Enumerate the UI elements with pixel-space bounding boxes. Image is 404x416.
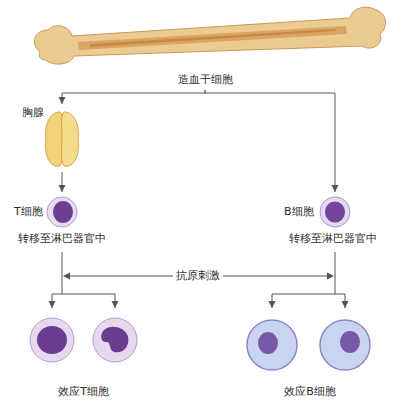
arrow-head: [269, 301, 276, 308]
effector-b-node: 效应B细胞: [235, 308, 385, 408]
bone-illustration: [34, 7, 385, 64]
effector-b-cells-illustration: [247, 320, 370, 370]
effector-t-node: 效应T细胞: [20, 308, 150, 408]
b-cell-node: B细胞转移至淋巴器官中: [278, 192, 388, 252]
connector: [269, 252, 349, 308]
effector-b-cell-body: [247, 320, 297, 370]
effector-t-cell-body: [30, 318, 74, 362]
t-cell-nucleus: [53, 201, 73, 223]
node-note: 转移至淋巴器官中: [289, 232, 377, 246]
t-cell-illustration: [47, 197, 77, 227]
effector-b-cell-nucleus: [340, 331, 360, 353]
bone-node: 造血干细胞: [30, 2, 392, 90]
arrow-head: [342, 301, 349, 308]
arrow-head: [112, 301, 119, 308]
connector-line: [272, 252, 345, 308]
arrow-head: [59, 185, 66, 192]
connector: [49, 252, 119, 308]
arrow-head: [327, 273, 334, 280]
arrow-head: [63, 273, 70, 280]
bone-marrow-core: [90, 29, 336, 47]
t-cell-node: T细胞转移至淋巴器官中: [10, 192, 120, 252]
connector-line: [62, 90, 205, 104]
thymus-illustration: [46, 112, 79, 166]
connector: [205, 90, 339, 192]
arrow-head: [49, 301, 56, 308]
node-label: 效应T细胞: [58, 385, 109, 399]
connector: [59, 90, 206, 104]
arrow-head: [59, 97, 66, 104]
effector-t-cell-nucleus: [101, 327, 128, 353]
thymus-right-lobe: [62, 112, 79, 166]
effector-t-cell-nucleus: [37, 326, 67, 354]
node-label: 胸腺: [22, 106, 44, 120]
effector-b-cell-body: [320, 320, 370, 370]
connector: [59, 172, 66, 192]
connector-line: [52, 252, 115, 308]
t-cell-body: [47, 197, 77, 227]
connector-line: [205, 90, 335, 192]
stimulus-label: 抗原刺激: [173, 269, 223, 283]
effector-b-cell-nucleus: [258, 332, 278, 354]
node-note: 转移至淋巴器官中: [18, 232, 106, 246]
effector-t-cells-illustration: [30, 318, 137, 362]
arrow-head: [332, 185, 339, 192]
bone-body: [34, 7, 385, 64]
b-cell-body: [320, 197, 350, 227]
node-label: T细胞: [14, 205, 43, 219]
b-cell-nucleus: [325, 202, 345, 223]
node-label: 造血干细胞: [178, 73, 233, 87]
bone-marrow: [78, 26, 347, 50]
node-label: 效应B细胞: [284, 385, 336, 399]
thymus-node: 胸腺: [18, 104, 98, 172]
thymus-left-lobe: [46, 112, 63, 166]
b-cell-illustration: [320, 197, 350, 227]
effector-t-cell-body: [93, 318, 137, 362]
node-label: B细胞: [284, 205, 314, 219]
